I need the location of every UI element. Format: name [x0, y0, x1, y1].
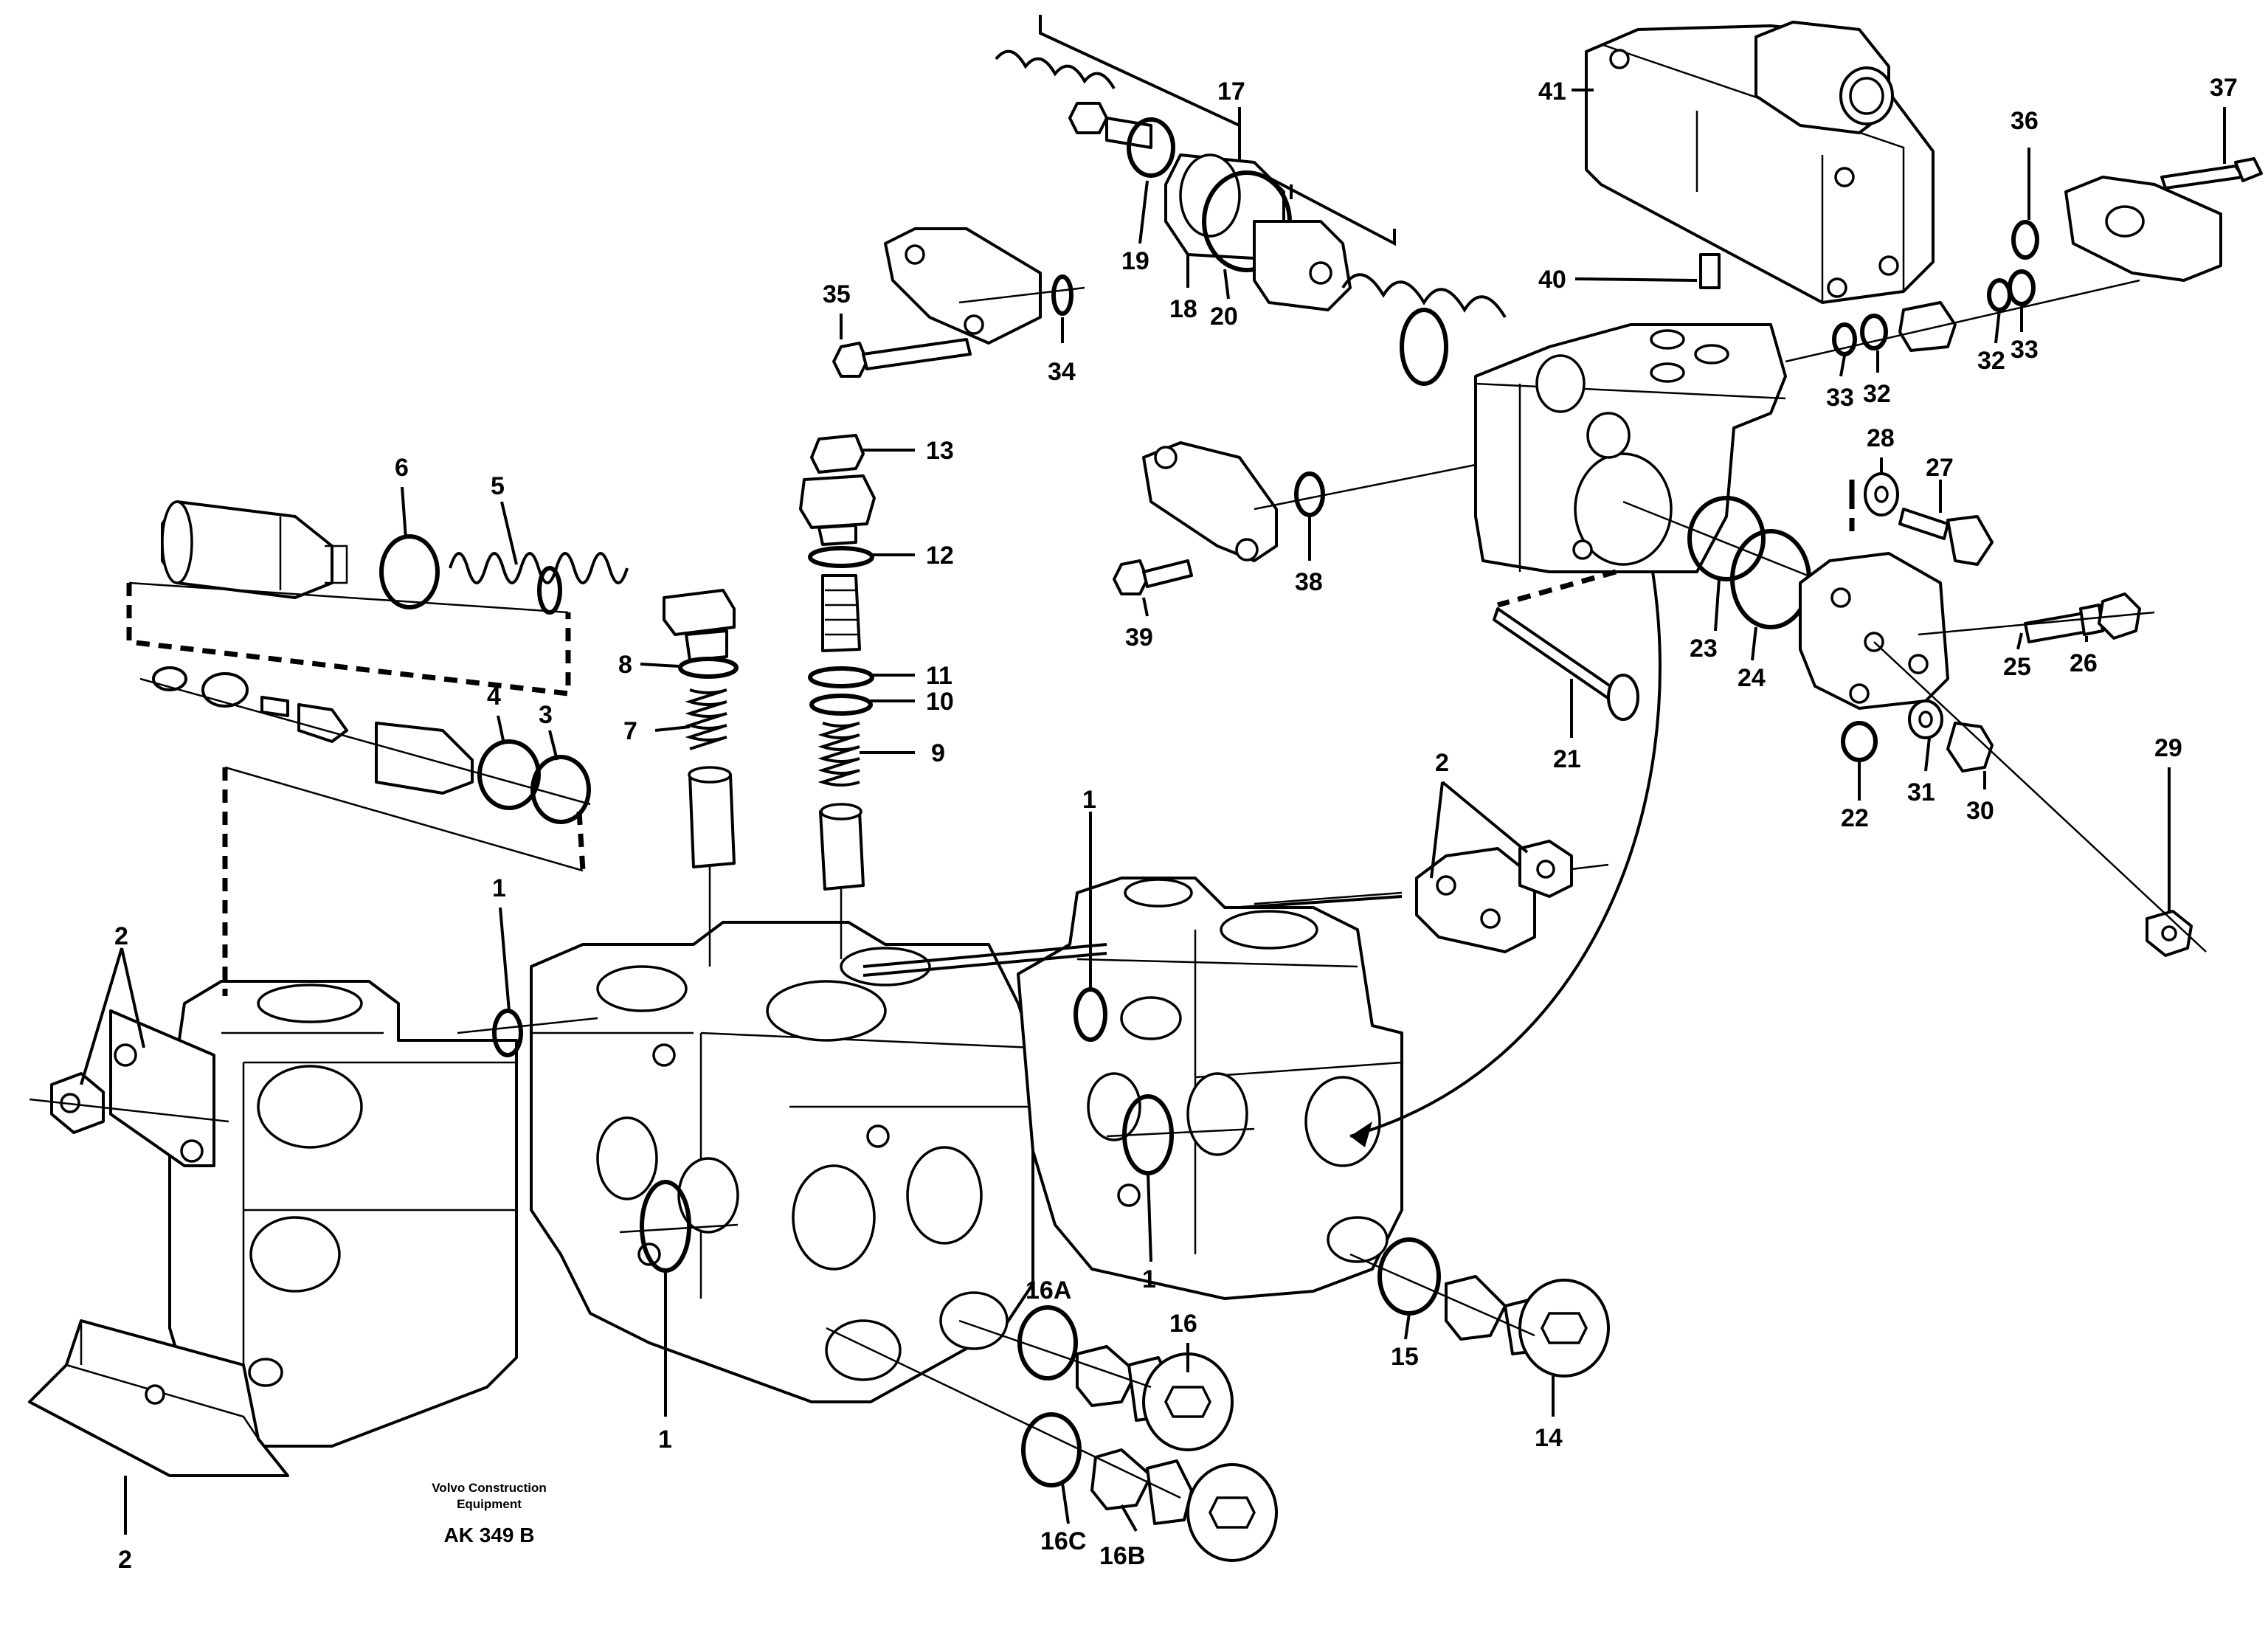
valve-block-assembly [168, 877, 1403, 1448]
label-40: 40 [1538, 266, 1566, 294]
label-9: 9 [931, 739, 945, 767]
label-33b: 33 [2011, 336, 2039, 364]
label-38: 38 [1295, 568, 1323, 596]
label-25: 25 [2003, 653, 2031, 681]
label-4: 4 [487, 682, 501, 711]
label-29: 29 [2154, 734, 2182, 762]
diagram-caption: Volvo Construction Equipment AK 349 B [432, 1481, 547, 1546]
label-1a: 1 [492, 874, 506, 902]
caption-company-line1: Volvo Construction [432, 1481, 547, 1495]
label-26: 26 [2070, 649, 2098, 677]
end-plate-group [1799, 472, 2207, 957]
label-2c: 2 [118, 1546, 132, 1574]
plug-group [826, 1237, 1610, 1562]
solenoid-valve-group [1113, 21, 2263, 1147]
label-30: 30 [1966, 797, 1994, 825]
label-12: 12 [926, 542, 954, 570]
label-5: 5 [491, 472, 505, 500]
callout-labels: 1 1 1 1 2 2 2 3 4 5 6 7 8 9 10 11 12 13 … [114, 74, 2238, 1574]
label-3: 3 [539, 701, 553, 729]
label-19: 19 [1121, 247, 1149, 275]
label-10: 10 [926, 688, 954, 716]
label-33a: 33 [1826, 384, 1854, 412]
label-7: 7 [623, 717, 637, 745]
label-24: 24 [1738, 664, 1766, 692]
label-37: 37 [2210, 74, 2238, 102]
label-16b: 16B [1099, 1542, 1145, 1570]
caption-code: AK 349 B [444, 1524, 535, 1546]
label-13: 13 [926, 437, 954, 465]
label-20: 20 [1210, 303, 1238, 331]
label-1d: 1 [658, 1425, 672, 1454]
label-31: 31 [1907, 778, 1935, 806]
label-8: 8 [618, 651, 632, 679]
label-21: 21 [1553, 745, 1581, 773]
label-14: 14 [1535, 1424, 1563, 1452]
relief-valve-group [126, 500, 629, 996]
label-32b: 32 [1977, 347, 2005, 375]
label-16c: 16C [1040, 1527, 1086, 1555]
label-34: 34 [1048, 358, 1076, 386]
cartridge-17-group [832, 15, 1507, 386]
label-28: 28 [1867, 424, 1895, 452]
label-41: 41 [1538, 77, 1566, 106]
label-6: 6 [395, 454, 409, 482]
label-16: 16 [1169, 1310, 1197, 1338]
caption-company-line2: Equipment [457, 1497, 522, 1511]
leader-lines [80, 89, 2226, 1535]
label-23: 23 [1690, 635, 1718, 663]
label-35: 35 [823, 280, 851, 308]
label-11: 11 [926, 662, 953, 690]
spool-stack-group [663, 434, 876, 967]
label-1c: 1 [1142, 1265, 1156, 1293]
label-1b: 1 [1082, 786, 1096, 814]
o-ring-1b [1074, 987, 1107, 1042]
label-22: 22 [1841, 804, 1869, 832]
label-16a: 16A [1026, 1276, 1071, 1304]
label-27: 27 [1926, 454, 1954, 482]
bracket-2-group [28, 840, 1609, 1477]
label-36: 36 [2011, 107, 2039, 135]
label-32a: 32 [1863, 380, 1891, 408]
label-15: 15 [1391, 1343, 1419, 1371]
label-2b: 2 [1435, 749, 1449, 777]
label-17: 17 [1217, 77, 1245, 106]
label-2a: 2 [114, 922, 128, 950]
label-39: 39 [1125, 623, 1153, 652]
label-18: 18 [1169, 295, 1197, 323]
